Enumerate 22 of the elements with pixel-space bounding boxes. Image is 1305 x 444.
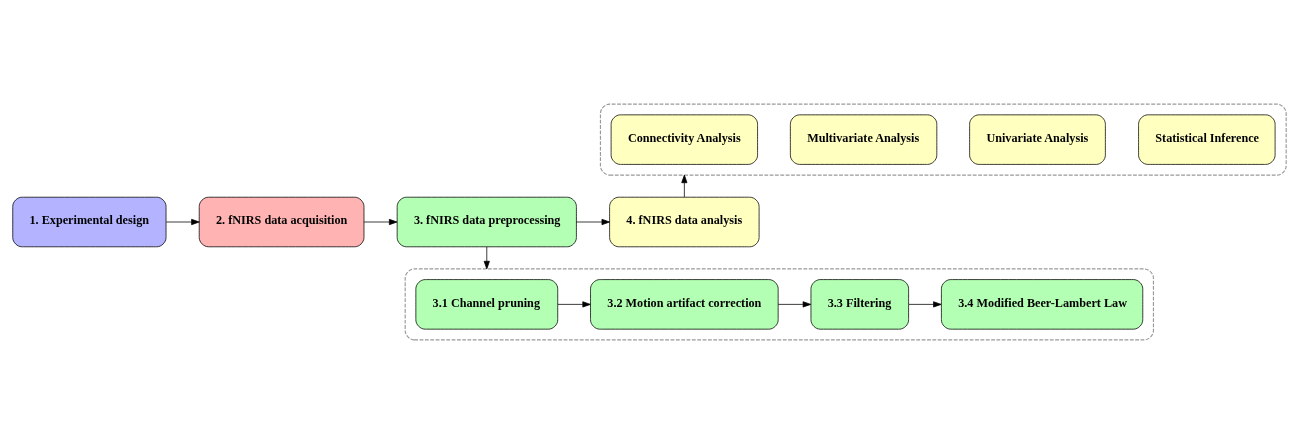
node-box: 3.2 Motion artifact correction — [590, 279, 779, 330]
node-box: Statistical Inference — [1138, 114, 1276, 165]
arrow — [557, 301, 591, 308]
arrow — [363, 218, 398, 226]
node-box: 1. Experimental design — [12, 196, 167, 248]
cluster — [599, 103, 1287, 176]
node-box: 3.1 Channel pruning — [415, 279, 559, 330]
node-box: 3.4 Modified Beer-Lambert Law — [941, 279, 1144, 330]
node-box: Univariate Analysis — [969, 114, 1106, 165]
node-box: Multivariate Analysis — [790, 114, 938, 165]
arrow — [908, 301, 942, 308]
node-box: 3.3 Filtering — [810, 279, 909, 330]
cluster — [404, 268, 1154, 341]
node-box: Connectivity Analysis — [610, 114, 758, 165]
arrow — [681, 174, 688, 198]
arrow — [777, 301, 812, 308]
node-box: 3. fNIRS data preprocessing — [396, 196, 577, 248]
arrow — [165, 218, 200, 226]
arrow — [576, 218, 610, 226]
node-box: 2. fNIRS data acquisition — [198, 196, 365, 248]
node-box: 4. fNIRS data analysis — [609, 196, 760, 248]
arrow — [483, 246, 490, 270]
